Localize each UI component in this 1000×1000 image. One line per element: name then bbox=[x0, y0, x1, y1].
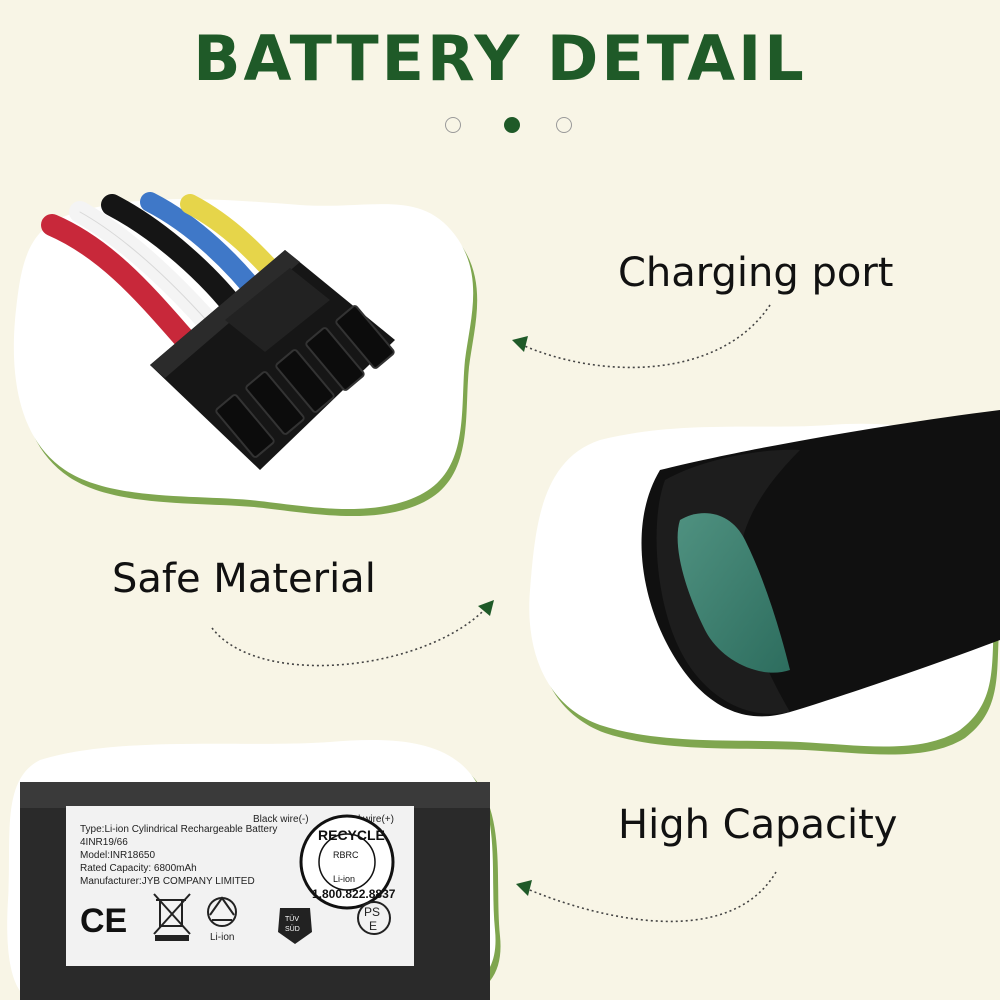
feature-charging-port: Charging port bbox=[618, 250, 894, 296]
carousel-dot-1[interactable] bbox=[445, 117, 461, 133]
label-type: Type:Li-ion Cylindrical Rechargeable Bat… bbox=[80, 824, 277, 835]
label-black-wire: Black wire(-) bbox=[253, 814, 309, 825]
recycle-li-ion: Li-ion bbox=[210, 932, 234, 943]
feature-safe-material: Safe Material bbox=[112, 556, 376, 602]
battery-label-text: Black wire(-) Red wire(+) Type:Li-ion Cy… bbox=[80, 814, 396, 944]
arrow-safe-material bbox=[211, 600, 494, 667]
page-title: BATTERY DETAIL bbox=[193, 22, 807, 95]
label-manufacturer: Manufacturer:JYB COMPANY LIMITED bbox=[80, 876, 255, 887]
connector-wires bbox=[41, 192, 295, 356]
rbrc-seal-icon: RECYCLE RBRC Li-ion 1.800.822.8837 bbox=[299, 814, 396, 910]
carousel-dot-2[interactable] bbox=[504, 117, 520, 133]
pse-e: E bbox=[369, 919, 377, 933]
arrow-high-capacity bbox=[516, 871, 777, 923]
rbrc-li-ion: Li-ion bbox=[333, 874, 355, 884]
weee-bin-icon bbox=[153, 893, 191, 941]
rbrc-text: RBRC bbox=[333, 850, 359, 860]
battery-end-blob bbox=[529, 410, 1000, 755]
label-code: 4INR19/66 bbox=[80, 837, 128, 848]
rbrc-recycle: RECYCLE bbox=[318, 827, 385, 843]
label-model: Model:INR18650 bbox=[80, 850, 155, 861]
pse-mark-icon: PS E bbox=[357, 901, 391, 935]
carousel-indicator bbox=[0, 117, 1000, 137]
carousel-dot-3[interactable] bbox=[556, 117, 572, 133]
recycle-icon bbox=[207, 896, 237, 927]
tuv-text: TÜV bbox=[285, 915, 299, 923]
label-capacity: Rated Capacity: 6800mAh bbox=[80, 863, 197, 874]
pse-ps: PS bbox=[364, 905, 380, 919]
connector-plug bbox=[150, 250, 395, 470]
sud-text: SÜD bbox=[285, 925, 300, 933]
arrow-charging-port bbox=[512, 304, 771, 369]
feature-high-capacity: High Capacity bbox=[618, 802, 898, 848]
tuv-sud-icon: TÜV SÜD bbox=[278, 908, 312, 944]
battery-label-blob bbox=[7, 739, 501, 1000]
ce-mark: CE bbox=[80, 902, 127, 940]
rbrc-phone: 1.800.822.8837 bbox=[312, 887, 396, 901]
